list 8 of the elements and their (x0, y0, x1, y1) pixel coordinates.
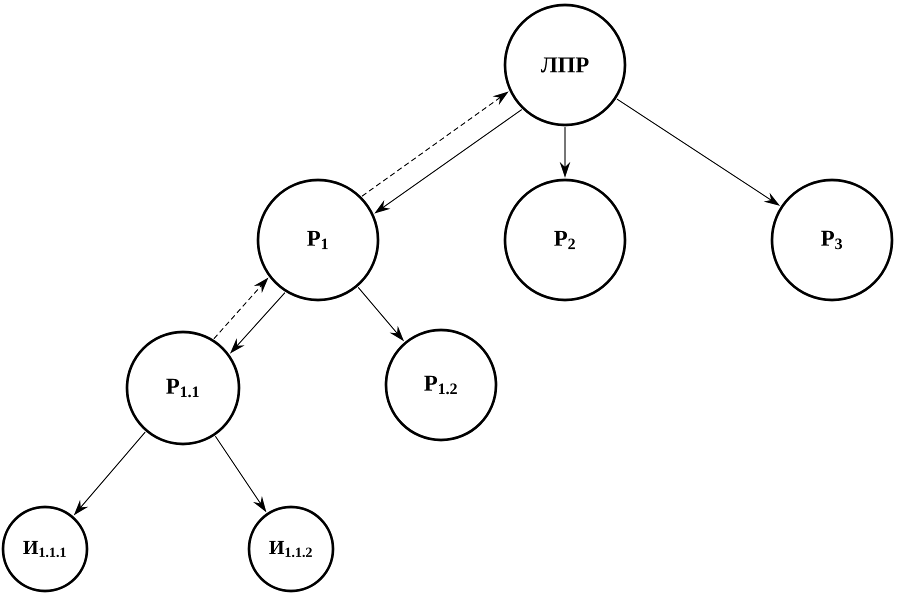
circle-node: Р$_{1.1}$ (126, 330, 240, 446)
circle-node: И$_{1.1.1}$ (2, 506, 88, 592)
circle-node: Р$_{1.2}$ (384, 328, 498, 442)
circle-node: И$_{1.1.2}$ (248, 506, 334, 592)
circle-node: ЛПР (504, 4, 626, 126)
circle-node: Р$_{1}$ (256, 178, 380, 302)
circle-node: Р$_{2}$ (504, 178, 626, 302)
circle-node: Р$_{3}$ (770, 178, 894, 302)
